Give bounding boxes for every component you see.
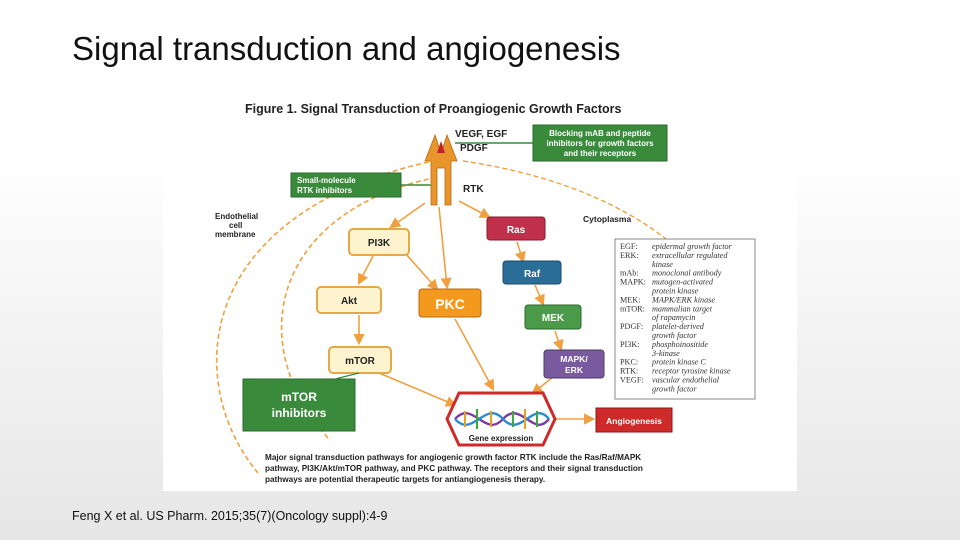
node-pkc-label: PKC [435, 296, 465, 312]
glossary-abbr: PDGF: [620, 322, 643, 331]
glossary-abbr: RTK: [620, 367, 638, 376]
mtor-inhibitors-line-2: inhibitors [272, 406, 327, 420]
node-mtor: mTOR [329, 347, 391, 373]
arrow-ras-raf [517, 242, 523, 261]
glossary-abbr: MAPK: [620, 278, 646, 287]
citation: Feng X et al. US Pharm. 2015;35(7)(Oncol… [72, 509, 387, 523]
node-pi3k-label: PI3K [368, 238, 391, 249]
arrow-pkc-gene [455, 319, 493, 389]
glossary-definition: protein kinase C [651, 358, 706, 367]
glossary-definition: vascular endothelial [652, 376, 720, 385]
glossary-definition: monoclonal antibody [652, 269, 722, 278]
glossary-abbr: MEK: [620, 295, 640, 304]
mtor-inhibitors-line-1: mTOR [281, 390, 317, 404]
glossary-abbr: PKC: [620, 358, 638, 367]
node-ras: Ras [487, 217, 545, 240]
signal-transduction-figure: Figure 1. Signal Transduction of Proangi… [163, 93, 797, 491]
glossary-definition: epidermal growth factor [652, 242, 733, 251]
gene-expression-group: Gene expression [447, 393, 555, 445]
glossary-definition: 3-kinase [651, 349, 680, 358]
gene-expression-label: Gene expression [469, 434, 534, 443]
figure-title: Figure 1. Signal Transduction of Proangi… [245, 102, 621, 116]
caption-line-1: Major signal transduction pathways for a… [265, 453, 641, 462]
arrow-pi3k-gene [405, 253, 437, 289]
small-molecule-line-1: Small-molecule [297, 176, 356, 185]
glossary-definition: phosphoinositide [651, 340, 708, 349]
node-akt: Akt [317, 287, 381, 313]
glossary-definition: extracellular regulated [652, 251, 728, 260]
angiogenesis-box: Angiogenesis [596, 408, 672, 432]
glossary-definition: platelet-derived [651, 322, 705, 331]
glossary-definition: mutogen-activated [652, 278, 714, 287]
pathway-diagram: Figure 1. Signal Transduction of Proangi… [163, 93, 797, 491]
arrow-raf-mek [535, 285, 543, 304]
membrane-label-2: cell [229, 221, 242, 230]
glossary-abbr: PI3K: [620, 340, 640, 349]
node-mapk: MAPK/ ERK [544, 350, 604, 378]
rtk-label: RTK [463, 184, 484, 195]
glossary-definition: kinase [652, 260, 673, 269]
node-mapk-label-2: ERK [565, 365, 584, 375]
rtk-receptor-icon [425, 135, 457, 205]
node-raf: Raf [503, 261, 561, 284]
membrane-label-3: membrane [215, 230, 256, 239]
mtor-inhibitors-box: mTOR inhibitors [243, 379, 355, 431]
glossary-abbr: EGF: [620, 242, 638, 251]
node-ras-label: Ras [507, 225, 526, 236]
node-mapk-label-1: MAPK/ [560, 354, 588, 364]
blocking-line-3: and their receptors [564, 149, 637, 158]
arrow-mtor-gene [379, 373, 455, 405]
node-mek-label: MEK [542, 313, 565, 324]
slide-title: Signal transduction and angiogenesis [72, 30, 621, 68]
glossary-definition: growth factor [652, 384, 697, 393]
node-akt-label: Akt [341, 296, 358, 307]
arrow-rtk-pi3k [391, 203, 425, 227]
membrane-label-1: Endothelial [215, 212, 258, 221]
glossary-abbr: ERK: [620, 251, 639, 260]
node-pi3k: PI3K [349, 229, 409, 255]
glossary-abbr: mTOR: [620, 304, 645, 313]
arrow-rtk-ras [459, 201, 489, 217]
cytoplasma-label: Cytoplasma [583, 214, 631, 224]
glossary-definition: mammalian target [652, 304, 713, 313]
arrow-mek-mapk [555, 331, 561, 349]
glossary-abbr: VEGF: [620, 376, 644, 385]
glossary-definition: of rapamycin [652, 313, 695, 322]
growth-factor-line-2: PDGF [460, 143, 488, 154]
angiogenesis-label: Angiogenesis [606, 416, 662, 426]
blocking-inhibitors-box: Blocking mAB and peptide inhibitors for … [533, 125, 667, 161]
arrow-mapk-gene [533, 377, 553, 393]
small-molecule-box: Small-molecule RTK inhibitors [291, 173, 401, 197]
glossary-definition: growth factor [652, 331, 697, 340]
arrow-pi3k-akt [359, 256, 373, 283]
node-mtor-label: mTOR [345, 356, 376, 367]
glossary-definition: MAPK/ERK kinase [651, 295, 715, 304]
caption-line-3: pathways are potential therapeutic targe… [265, 475, 545, 484]
node-mek: MEK [525, 305, 581, 329]
node-raf-label: Raf [524, 269, 541, 280]
blocking-line-1: Blocking mAB and peptide [549, 129, 651, 138]
arrow-rtk-pkc [439, 207, 447, 287]
node-pkc: PKC [419, 289, 481, 317]
glossary-definition: protein kinase [651, 287, 699, 296]
growth-factor-line-1: VEGF, EGF [455, 129, 507, 140]
small-molecule-line-2: RTK inhibitors [297, 186, 353, 195]
glossary-definition: receptor tyrosine kinase [652, 367, 731, 376]
blocking-line-2: inhibitors for growth factors [546, 139, 654, 148]
caption-line-2: pathway, PI3K/Akt/mTOR pathway, and PKC … [265, 464, 643, 473]
glossary-abbr: mAb: [620, 269, 639, 278]
